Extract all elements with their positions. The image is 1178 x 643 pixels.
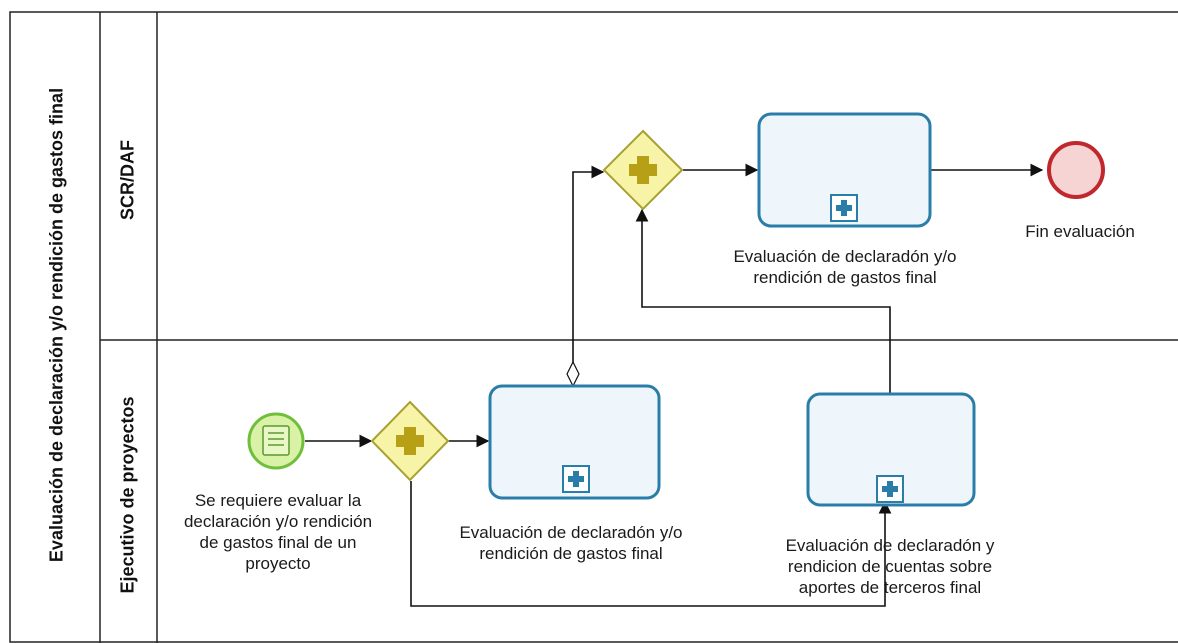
pool-title: Evaluación de declaración y/o rendición …: [46, 87, 67, 563]
parallel-gateway-1[interactable]: [370, 400, 450, 482]
subprocess-task-exec-eval[interactable]: [488, 384, 661, 500]
subprocess-plus-icon-h: [882, 486, 898, 492]
pool-border: [9, 11, 1178, 643]
message-icon: [262, 425, 290, 456]
plus-icon-h: [629, 164, 657, 176]
task-exec-eval-label: Evaluación de declaradón y/o rendición d…: [459, 523, 683, 563]
subprocess-task-scr-eval[interactable]: [757, 112, 932, 228]
subprocess-plus-icon-h: [568, 476, 584, 482]
flow-gateway1-to-terceros-task[interactable]: [410, 481, 892, 607]
conditional-flow-diamond-icon: [566, 360, 580, 388]
flow-terceros-task-to-gateway2[interactable]: [635, 208, 891, 393]
end-event-label: Fin evaluación: [1025, 222, 1135, 241]
subprocess-plus-icon-h: [836, 205, 852, 211]
lane-title-ejecutivo: Ejecutivo de proyectos: [117, 396, 138, 594]
flow-exec-task-to-gateway2[interactable]: [572, 165, 605, 386]
task-terceros-label: Evaluación de declaradón y rendicion de …: [785, 536, 995, 597]
sequence-flows: [305, 163, 1044, 607]
task-box[interactable]: [806, 392, 976, 507]
end-event-circle[interactable]: [1047, 141, 1105, 199]
pool: [9, 11, 1178, 643]
start-event-label: Se requiere evaluar la declaración y/o r…: [183, 491, 373, 573]
lane-title-scr-daf: SCR/DAF: [117, 140, 138, 220]
task-box[interactable]: [757, 112, 932, 228]
subprocess-task-terceros[interactable]: [806, 392, 976, 507]
task-box[interactable]: [488, 384, 661, 500]
plus-icon-h: [396, 435, 424, 447]
parallel-gateway-2[interactable]: [602, 129, 684, 211]
start-event[interactable]: [247, 412, 305, 470]
end-event[interactable]: [1047, 141, 1105, 199]
task-scr-eval-label: Evaluación de declaradón y/o rendición d…: [733, 247, 957, 287]
